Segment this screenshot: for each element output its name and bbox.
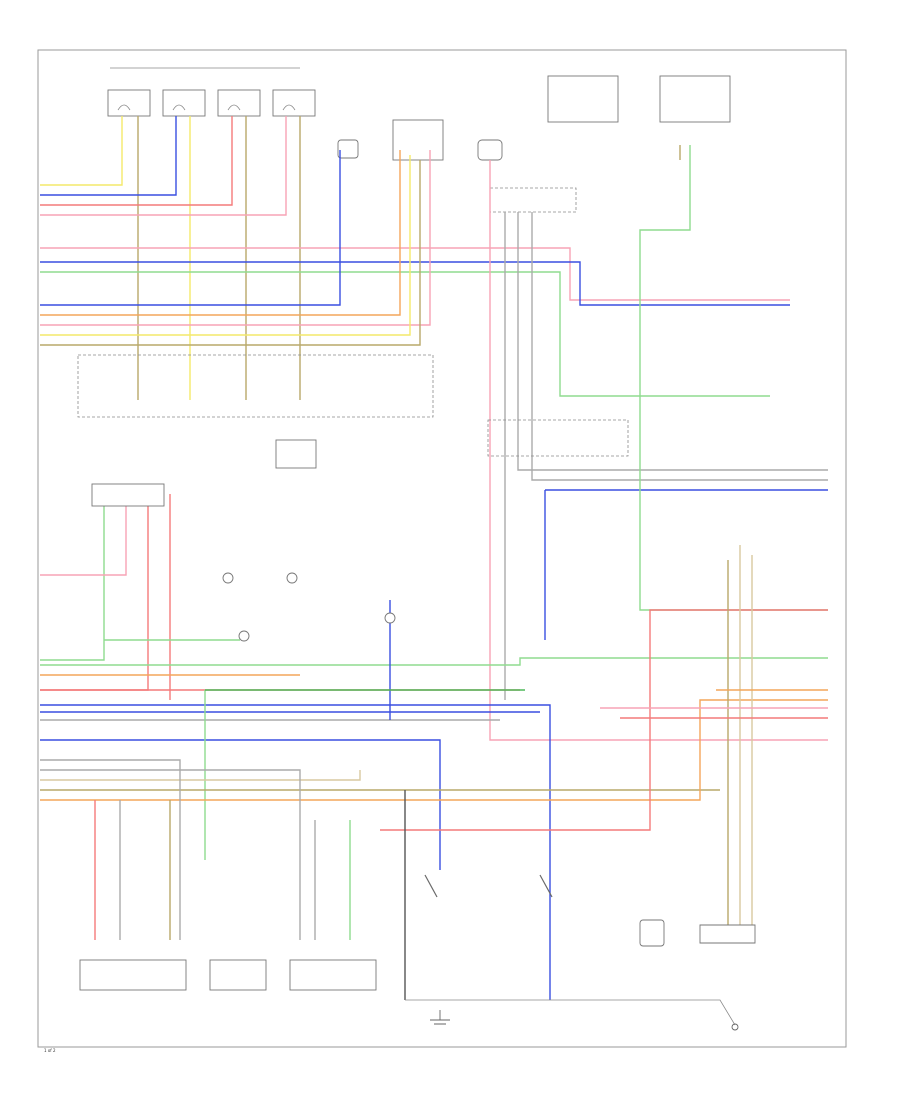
wire-pink-16 [489, 160, 828, 741]
relay-box-2 [659, 75, 731, 123]
secondary-oxygen-sensor [289, 959, 377, 991]
wire-blue-9 [40, 261, 790, 306]
sensor-connector-left [337, 139, 359, 159]
transmission-components [91, 439, 396, 642]
wire-red-42 [380, 609, 828, 831]
wire-green-10 [40, 271, 770, 397]
transmission-switch [275, 439, 317, 469]
rear-oxygen-sensor [209, 959, 267, 991]
injector-1 [107, 89, 151, 117]
wire-blue-11 [40, 150, 341, 306]
bottom-components [79, 874, 756, 1031]
wire-gray-49 [40, 769, 301, 940]
wire-blue-2 [40, 116, 177, 196]
wire-yellow-14 [40, 155, 411, 336]
connector-block-a [77, 354, 434, 418]
injector-4 [272, 89, 316, 117]
wire-pink-13 [40, 150, 431, 326]
top-sensors-group [337, 75, 731, 213]
solenoid-d [384, 612, 396, 624]
solenoid-b [286, 572, 298, 584]
wire-green-22 [639, 145, 828, 611]
wire-pink-25 [40, 494, 127, 576]
wire-tan-39 [40, 770, 361, 781]
connector-block-b [487, 419, 629, 457]
wire-orange-41 [40, 699, 828, 801]
knock-sensor [639, 919, 665, 947]
wire-gray-19 [531, 212, 828, 481]
fuel-injectors-group [107, 67, 316, 117]
solenoid-c [238, 630, 250, 642]
throttle-sensor [392, 119, 444, 161]
wire-olive-15 [40, 160, 421, 346]
wire-pink-6 [40, 116, 287, 216]
injector-3 [217, 89, 261, 117]
ecm-connector [699, 924, 756, 944]
relay-box-1 [547, 75, 619, 123]
wire-orange-12 [40, 150, 401, 316]
wire-blue-35 [40, 739, 441, 870]
wires-layer [40, 116, 828, 1000]
injector-2 [162, 89, 206, 117]
wire-yellow-0 [40, 116, 123, 186]
page-number: 1 of 2 [44, 1048, 56, 1053]
left-connector [91, 483, 165, 507]
diagram-border [37, 49, 847, 1048]
wire-green-24 [40, 494, 105, 661]
wire-gray-50 [40, 759, 181, 940]
solenoid-a [222, 572, 234, 584]
wire-green-29 [40, 657, 828, 666]
speed-sensor [477, 139, 503, 161]
wire-gray-18 [517, 212, 828, 471]
wire-red-4 [40, 116, 233, 206]
junction-connector [489, 187, 577, 213]
wire-pink-8 [40, 247, 790, 301]
wire-blue-32 [40, 704, 551, 1000]
front-oxygen-sensor [79, 959, 187, 991]
